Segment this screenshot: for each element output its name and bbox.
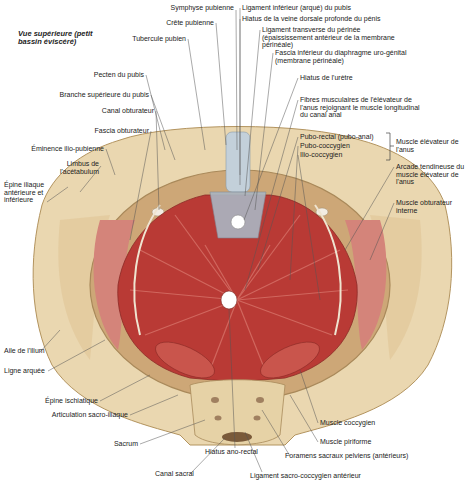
- anatomy-label: Fibres musculaires de l'élévateur de l'a…: [300, 96, 420, 119]
- anatomy-label: Canal obturateur: [74, 107, 154, 115]
- anatomy-label: Ligne arquée: [4, 367, 64, 375]
- anatomy-label: Ilio-coccygien: [300, 151, 386, 159]
- sacral-foramen: [254, 416, 261, 421]
- anatomy-label: Épine ischiatique: [18, 397, 98, 405]
- urethral-hiatus: [231, 215, 245, 229]
- anatomy-label: Symphyse pubienne: [144, 4, 234, 12]
- anatomy-label: Branche supérieure du pubis: [39, 91, 149, 99]
- muscle-fibre: [237, 300, 265, 370]
- anatomy-label: Fascia inférieur du diaphragme uro-génit…: [275, 49, 415, 64]
- levator-ani-muscle: [118, 195, 357, 382]
- anatomy-label: Fascia obturateur: [69, 127, 149, 135]
- anatomy-label: Épine iliaque antérieure et inférieure: [4, 181, 68, 204]
- anatomy-label: Hiatus de l'urètre: [300, 74, 400, 82]
- sacral-foramen: [211, 397, 219, 403]
- sacral-foramen: [215, 416, 222, 421]
- anatomy-label: Muscle élévateur de l'anus: [396, 138, 472, 153]
- view-title: Vue supérieure (petit bassin éviscéré): [18, 30, 108, 46]
- anatomy-label: Pubo-coccygien: [300, 142, 386, 150]
- anatomy-label: Pubo-rectal (pubo-anal): [300, 133, 386, 141]
- anatomy-label: Crête pubienne: [134, 19, 214, 27]
- tendinous-arch-right: [315, 205, 341, 335]
- perineal-membrane: [210, 192, 266, 238]
- anatomy-label: Ligament transverse du périnée (épaissis…: [262, 26, 412, 49]
- pelvic-inlet: [90, 170, 390, 400]
- anatomy-label: Articulation sacro-iliaque: [18, 411, 128, 419]
- anatomy-label: Sacrum: [88, 440, 138, 448]
- anatomy-label: Tubercule pubien: [106, 35, 186, 43]
- anorectal-hiatus: [221, 291, 237, 309]
- anatomy-label: Muscle piriforme: [320, 438, 420, 446]
- anatomy-label: Éminence ilio-pubienne: [9, 145, 104, 153]
- anatomy-label: Ligament sacro-coccygien antérieur: [250, 472, 430, 480]
- anatomy-label: Pecten du pubis: [64, 71, 144, 79]
- anatomy-label: Canal sacral: [155, 470, 215, 478]
- anatomy-label: Hiatus ano-rectal: [205, 448, 280, 456]
- sacral-foramen: [256, 397, 264, 403]
- anatomy-label: Hiatus de la veine dorsale profonde du p…: [242, 15, 442, 23]
- muscle-fibre: [210, 300, 237, 370]
- tendinous-arch-left: [134, 205, 160, 335]
- sacral-canal: [222, 432, 252, 442]
- sacrum-bone: [190, 380, 285, 445]
- coccygeus-muscle-left: [151, 335, 220, 386]
- anatomy-label: Aile de l'ilium: [4, 347, 64, 355]
- coccygeus-muscle-right: [256, 335, 325, 386]
- muscle-fibre: [237, 245, 270, 300]
- anatomy-label: Arcade tendineuse du muscle élévateur de…: [396, 163, 472, 186]
- anatomy-label: Muscle obturateur interne: [396, 199, 470, 214]
- anatomy-label: Muscle coccygien: [320, 419, 420, 427]
- muscle-fibre: [237, 300, 332, 335]
- anatomy-label: Limbus de l'acétabulum: [37, 160, 99, 175]
- anatomy-label: Ligament inférieur (arqué) du pubis: [242, 4, 422, 12]
- levator-bracket: [386, 133, 394, 160]
- anatomy-label: Foramens sacraux pelviens (antérieurs): [285, 452, 465, 460]
- muscle-fibre: [237, 290, 348, 300]
